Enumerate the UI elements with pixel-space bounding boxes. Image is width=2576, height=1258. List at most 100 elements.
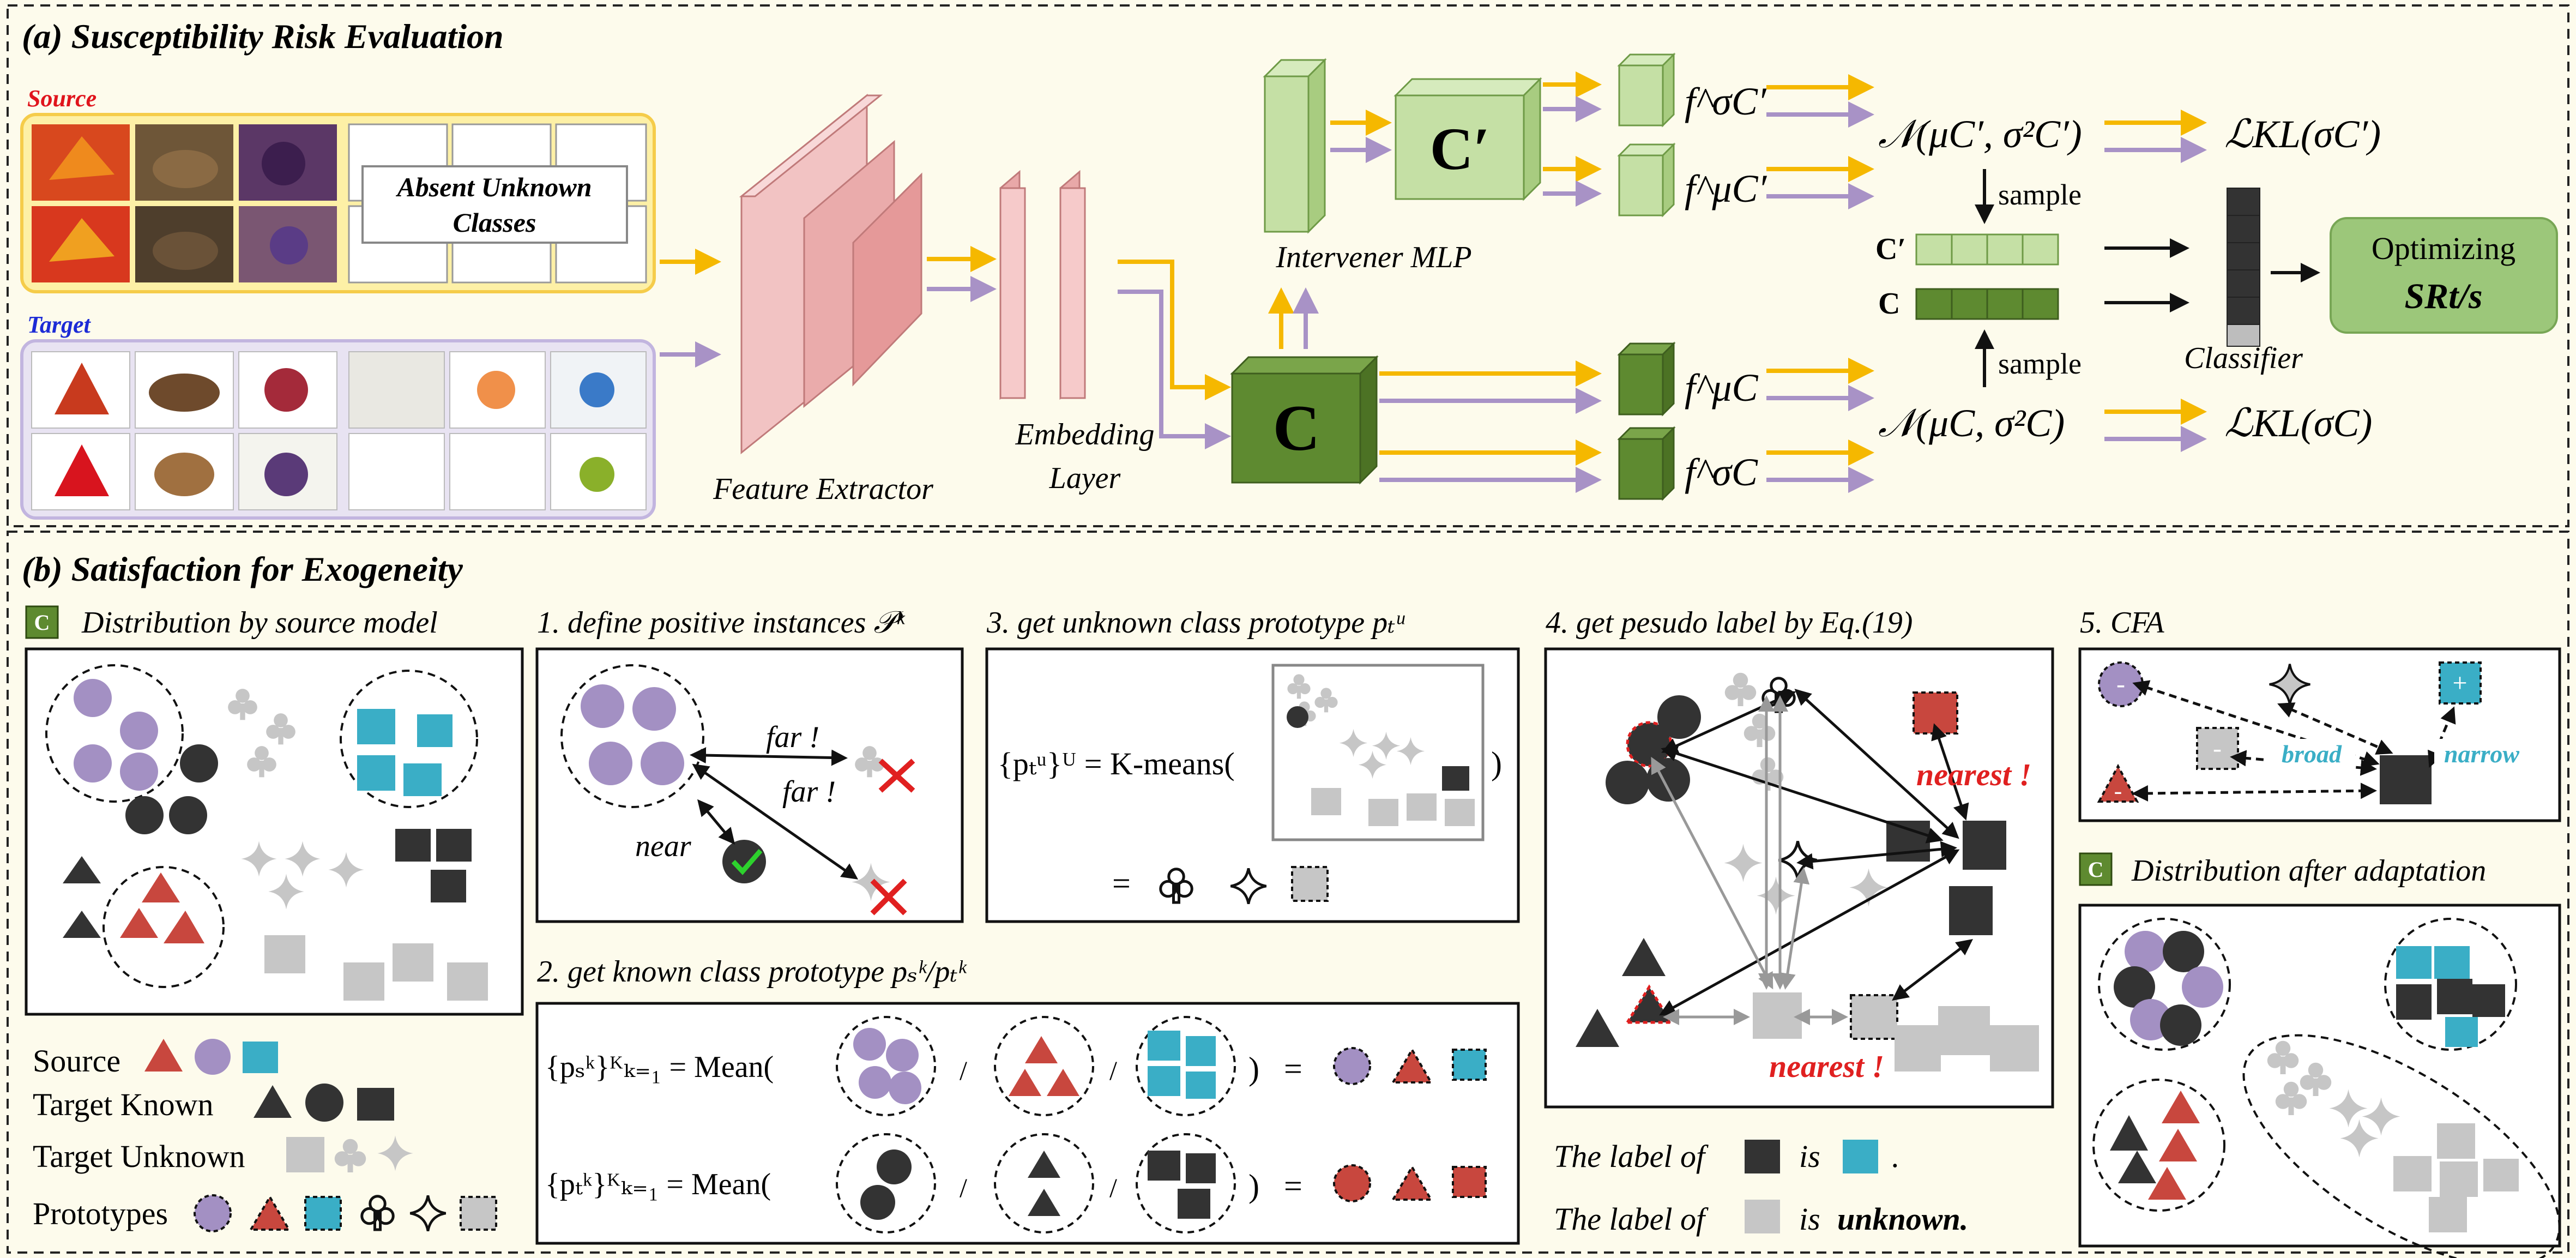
c-branch-arrows [1379,360,1602,493]
near-label: near [635,829,691,863]
legend-target-known: Target Known [33,1087,214,1122]
emb-arrow-target [1118,290,1231,449]
svg-text:The label of: The label of [1554,1201,1709,1237]
proto-square [1291,866,1329,902]
normal-cprime: 𝒩(μC′, σ²C′) [1878,112,2082,156]
sample-bottom: sample [1998,347,2082,380]
svg-text:=: = [1284,1168,1302,1204]
kmeans-content [1287,674,1475,826]
step4-content [1576,672,2039,1072]
step2-title: 2. get known class prototype pₛᵏ/pₜᵏ [537,955,967,989]
svg-text:-: - [2116,670,2125,699]
f-mu-cprime: f^μC′ [1685,167,1767,210]
sample-top: sample [1998,178,2082,211]
svg-text:is: is [1799,1201,1820,1237]
absent-classes-box [361,165,628,244]
c-badge-2-text: C [2088,857,2104,882]
source-label: Source [27,85,96,112]
label-unknown-row: The label of is unknown. [1554,1200,1968,1237]
cfa-content: - + - - [2097,661,2530,804]
c-badge-2 [2079,852,2113,886]
absent-line2: Classes [453,207,536,238]
feature-extractor-label: Feature Extractor [713,472,933,506]
step3-title: 3. get unknown class prototype pₜᵘ [986,606,1405,640]
c-prime-block [1393,77,1542,201]
f-c-arrows [1766,358,1874,493]
kl-cprime: ℒKL(σC′) [2224,112,2381,156]
f-sigma-c: f^σC [1685,450,1758,494]
equals-1: = [1112,865,1131,901]
svg-text:/: / [1109,1055,1117,1086]
absent-line1: Absent Unknown [395,172,592,202]
nearest-1: nearest ! [1916,757,2031,792]
step2-content: / / )= / / )= [836,1016,1487,1233]
c-badge-1-text: C [34,610,50,635]
legend-target-unknown: Target Unknown [33,1139,245,1174]
mean-source: {pₛᵏ}ᴷₖ₌₁ = Mean( [545,1050,774,1084]
nearest-2: nearest ! [1769,1049,1884,1084]
f-sigma-cprime-cube [1617,52,1676,128]
section-b-title: (b) Satisfaction for Exogeneity [22,550,463,588]
f-mu-cprime-cube [1617,142,1676,218]
far-1: far ! [766,720,819,754]
source-images [32,124,337,282]
svg-text:): ) [1248,1168,1259,1204]
feature-extractor [739,93,922,455]
narrow-label: narrow [2444,740,2519,768]
step4-title: 4. get pesudo label by Eq.(19) [1546,606,1913,640]
svg-text:): ) [1248,1051,1259,1087]
c-prime-branch-arrows [1543,71,1602,207]
svg-text:=: = [1284,1051,1302,1087]
cfa-panel [2078,647,2561,822]
section-a-frame [7,4,2569,527]
far-2: far ! [782,775,836,809]
broad-label: broad [2282,740,2342,768]
embedding-label-1: Embedding [1015,418,1154,452]
optimizing-sr: SRt/s [2404,276,2482,316]
kmeans-close: ) [1491,745,1502,781]
legend-prototypes: Prototypes [33,1196,168,1231]
c-block [1230,355,1379,485]
c-prime-vector-label: C′ [1875,232,1906,266]
label-known-row: The label of is . [1554,1139,1900,1174]
intervener-mlp [1263,58,1327,234]
step1-content [560,664,915,916]
dist-source-content [45,664,488,1001]
svg-text:/: / [1109,1172,1117,1203]
svg-text:-: - [2213,734,2222,763]
c-vector-label: C [1878,287,1900,321]
svg-text:is: is [1799,1139,1820,1174]
f-sigma-cprime: f^σC′ [1685,80,1767,123]
dist-after-title: Distribution after adaptation [2131,854,2486,888]
f-sigma-c-cube [1617,426,1676,501]
dist-source-title: Distribution by source model [81,606,438,640]
classifier [2227,188,2260,347]
c-prime-label: C′ [1430,116,1490,182]
f-mu-c-cube [1617,341,1676,417]
f-mu-c: f^μC [1685,366,1759,410]
svg-text:/: / [960,1055,967,1086]
c-prime-vector [1915,233,2059,266]
kl-c: ℒKL(σC) [2224,401,2372,445]
f-cprime-arrows [1766,74,1874,209]
embedding-layer [999,170,1086,400]
svg-text:The label of: The label of [1554,1139,1709,1174]
svg-text:.: . [1892,1139,1900,1174]
optimizing-box [2330,217,2558,334]
target-images [31,351,647,510]
c-block-label: C [1273,392,1320,464]
embedding-label-2: Layer [1049,461,1121,495]
step2-panel [535,1002,1520,1245]
emb-arrow-source [1118,260,1231,400]
step1-title: 1. define positive instances 𝒫ᵏ [537,606,906,640]
legend: Source Target Known Target Unknown Proto… [33,1039,497,1232]
c-vector [1915,288,2059,320]
normal-c: 𝒩(μC, σ²C) [1878,401,2065,445]
mean-target: {pₜᵏ}ᴷₖ₌₁ = Mean( [545,1167,771,1201]
svg-text:-: - [2114,778,2122,804]
section-a-title: (a) Susceptibility Risk Evaluation [22,17,504,56]
dist-after-content [2092,918,2561,1258]
svg-text:unknown.: unknown. [1837,1201,1968,1237]
step5-title: 5. CFA [2080,606,2164,640]
